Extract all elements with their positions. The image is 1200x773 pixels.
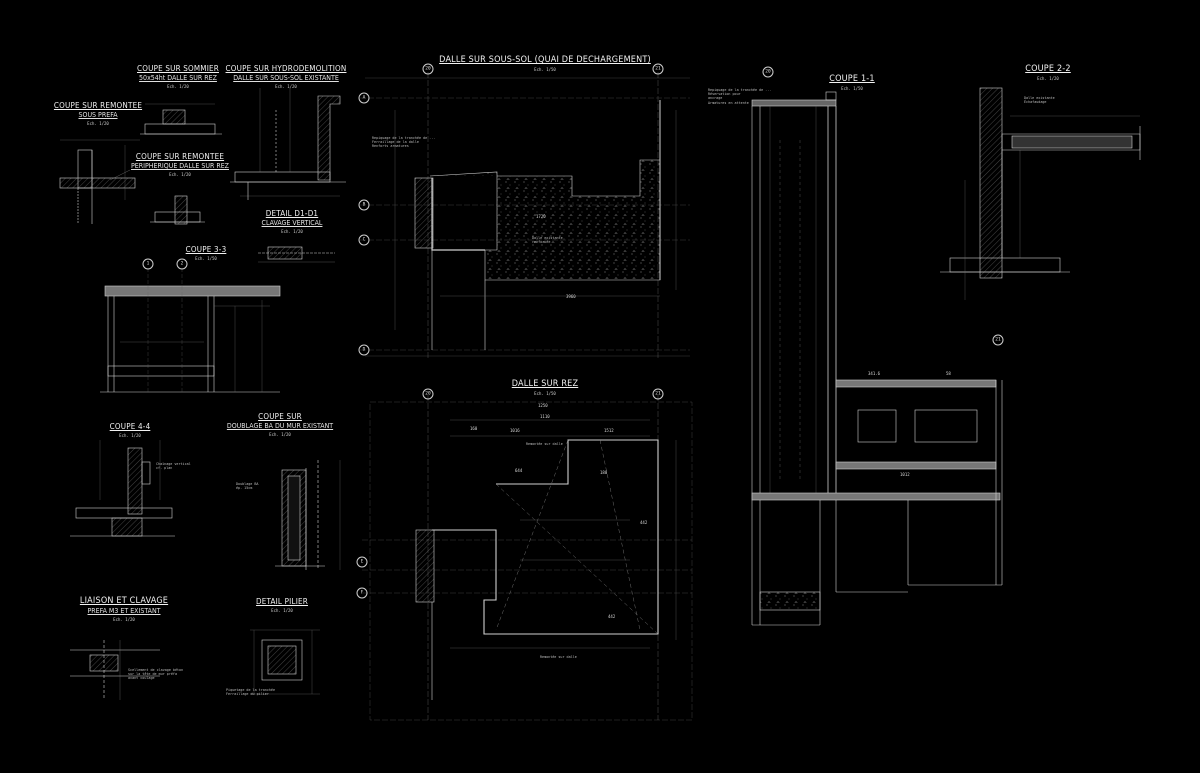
dalle-rez-title: DALLE SUR REZ: [511, 379, 579, 389]
dim-rez-side: 442: [640, 520, 648, 525]
coupe-doublage-drawing: [275, 460, 341, 570]
dalle-rez-drawing: [362, 395, 693, 721]
coupe-4-4-drawing: [70, 440, 175, 537]
coupe-2-2-drawing: [940, 87, 1141, 300]
detail-d1-subtitle: CLAVAGE VERTICAL: [261, 219, 323, 227]
detail-pilier-drawing: [250, 629, 320, 695]
dim-sous-sol-total: 3960: [566, 294, 576, 299]
coupe-4-4-scale: Ech. 1/20: [119, 433, 141, 438]
grid-bubble-row-b: B: [358, 199, 370, 211]
detail-d1-title: DETAIL D1-D1: [265, 209, 319, 218]
remontee-annotation-bottom: Remontée sur dalle: [540, 655, 577, 659]
coupe-sommier-title: COUPE SUR SOMMIER: [137, 64, 219, 73]
coupe-sommier-scale: Ech. 1/20: [167, 84, 189, 89]
chainage-note: Chaînage vertical cf. plan: [156, 462, 191, 471]
coupe-sommier-drawing: [140, 103, 222, 135]
grid-bubble-row-a: A: [358, 92, 370, 104]
grid-bubble-1: 1: [142, 258, 154, 270]
coupe-sommier-subtitle: 50x54ht DALLE SUR REZ: [139, 74, 217, 82]
grid-bubble-20-top: 20: [422, 63, 434, 75]
coupe11-note: Repiquage de la tranchée de ... Réservat…: [708, 88, 772, 105]
grid-bubble-row-c: C: [358, 234, 370, 246]
doublage-note: Doublage BA ép. 15cm: [236, 482, 259, 491]
grid-bubble-21-coupe: 21: [992, 334, 1004, 346]
pilier-note: Piquetage de la tranchée Ferraillage du …: [226, 688, 275, 697]
coupe-doublage-title: COUPE SUR: [258, 412, 302, 421]
detail-d1-drawing: [258, 246, 335, 263]
dim-rez-total: 1250: [538, 403, 548, 408]
coupe-remontee-subtitle: SOUS PREFA: [78, 111, 118, 119]
liaison-clavage-drawing: [70, 640, 160, 700]
dim-rez-right: 1512: [604, 428, 614, 433]
grid-bubble-row-d: D: [358, 344, 370, 356]
coupe-doublage-subtitle: DOUBLAGE BA DU MUR EXISTANT: [226, 422, 334, 430]
coupe-remontee-periph-subtitle: PERIPHERIQUE DALLE SUR REZ: [131, 162, 229, 170]
dim-rez-inner: 1110: [540, 414, 550, 419]
dalle-sous-sol-title: DALLE SUR SOUS-SOL (QUAI DE DECHARGEMENT…: [439, 55, 651, 65]
dalle-existante-note: Dalle existante renforcée: [532, 236, 563, 245]
liaison-scale: Ech. 1/20: [113, 617, 135, 622]
detail-pilier-title: DETAIL PILIER: [256, 597, 308, 606]
grid-bubble-20-coupe: 20: [762, 66, 774, 78]
liaison-title: LIAISON ET CLAVAGE: [79, 596, 169, 606]
coupe-doublage-scale: Ech. 1/20: [269, 432, 291, 437]
coupe-hydro-subtitle: DALLE SUR SOUS-SOL EXISTANTE: [233, 74, 339, 82]
dalle-sous-sol-scale: Ech. 1/50: [534, 67, 556, 72]
coupe22-note: Dalle existante Échafaudage: [1024, 96, 1055, 105]
coupe-remontee-drawing: [59, 139, 140, 224]
coupe-3-3-scale: Ech. 1/50: [195, 256, 217, 261]
coupe-2-2-scale: Ech. 1/20: [1037, 76, 1059, 81]
grid-bubble-2: 2: [176, 258, 188, 270]
dim-rez-span2: 180: [600, 470, 608, 475]
dalle-sous-sol-drawing: [360, 72, 690, 358]
dim-coupe11-top: 341.6: [868, 371, 881, 376]
coupe-hydrodemolition-drawing: [230, 88, 346, 200]
coupe-hydro-title: COUPE SUR HYDRODEMOLITION: [225, 64, 347, 73]
grid-bubble-20-mid: 20: [422, 388, 434, 400]
ferraillage-note: Repiquage de la tranchée de ... Ferraill…: [372, 136, 436, 149]
grid-bubble-row-e: E: [356, 556, 368, 568]
detail-d1-scale: Ech. 1/20: [281, 229, 303, 234]
coupe-hydro-scale: Ech. 1/20: [275, 84, 297, 89]
dalle-rez-scale: Ech. 1/50: [534, 391, 556, 396]
coupe-3-3-drawing: [100, 268, 281, 393]
coupe-remontee-scale: Ech. 1/20: [87, 121, 109, 126]
dim-rez-left: 160: [470, 426, 478, 431]
coupe-4-4-title: COUPE 4-4: [109, 422, 151, 431]
grid-bubble-21-top: 21: [652, 63, 664, 75]
coupe-remontee-periph-scale: Ech. 1/20: [169, 172, 191, 177]
liaison-note: Scellement de clavage béton sur la tête …: [128, 668, 184, 681]
grid-bubble-21-mid: 21: [652, 388, 664, 400]
coupe-remontee-title: COUPE SUR REMONTEE: [53, 101, 143, 110]
coupe-3-3-title: COUPE 3-3: [185, 245, 227, 254]
dim-rez-span: 644: [515, 468, 523, 473]
remontee-annotation-top: Remontée sur dalle: [526, 442, 563, 446]
coupe-2-2-title: COUPE 2-2: [1025, 64, 1071, 74]
dim-rez-bottom: 442: [608, 614, 616, 619]
grid-bubble-row-f: F: [356, 587, 368, 599]
coupe-1-1-drawing: [751, 91, 1003, 626]
coupe-1-1-scale: Ech. 1/50: [841, 86, 863, 91]
dim-coupe11-mid: 1012: [900, 472, 910, 477]
coupe-remontee-periph-title: COUPE SUR REMONTEE: [135, 152, 225, 161]
liaison-subtitle: PREFA M3 ET EXISTANT: [87, 607, 161, 615]
dim-sous-sol-inner: 1720: [536, 214, 546, 219]
coupe-1-1-title: COUPE 1-1: [829, 74, 875, 84]
dim-coupe11-right: 58: [946, 371, 951, 376]
coupe-remontee-peripherique-drawing: [150, 195, 205, 225]
detail-pilier-scale: Ech. 1/20: [271, 608, 293, 613]
dim-rez-mid: 1016: [510, 428, 520, 433]
